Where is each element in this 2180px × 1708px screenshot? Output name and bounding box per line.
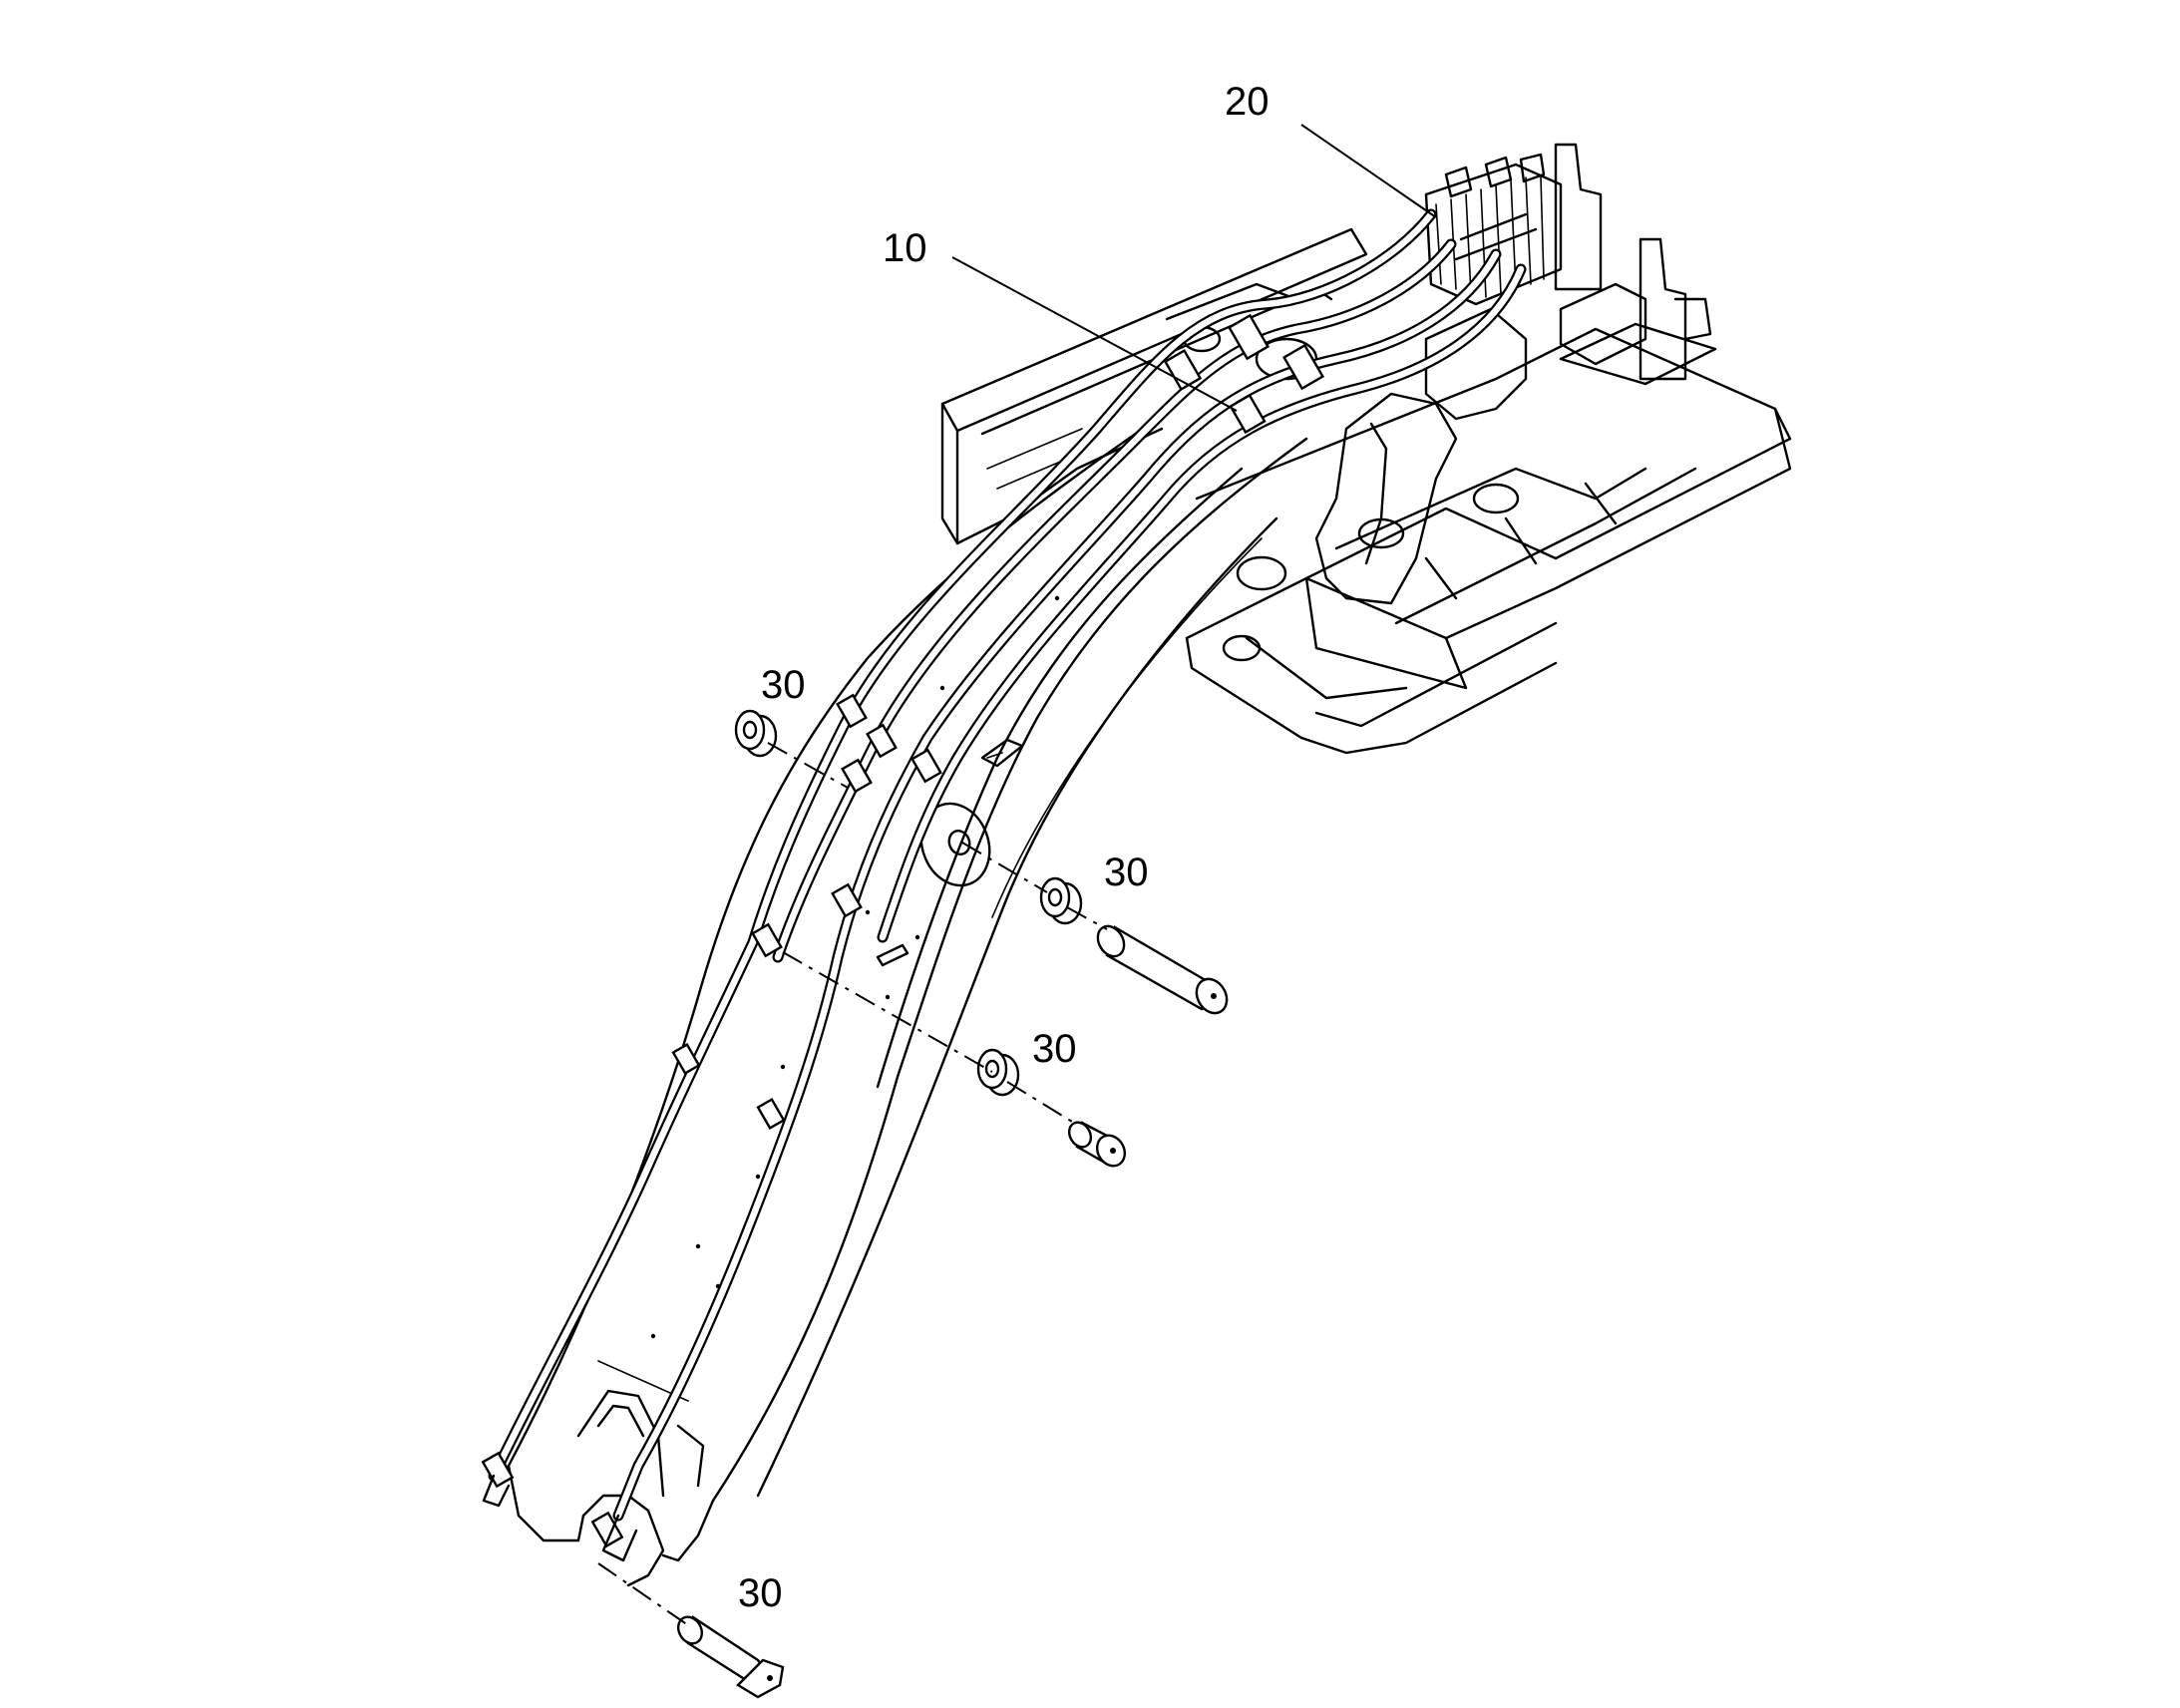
pin-part <box>1096 924 1229 1015</box>
pin-part <box>676 1615 785 1699</box>
boom <box>507 417 1308 1587</box>
callout-30: 30 <box>1104 851 1149 894</box>
bushing-part <box>734 709 778 758</box>
bushing-part <box>976 1048 1020 1097</box>
callout-labels: 20 10 30 30 30 30 <box>738 80 1270 1615</box>
callout-30: 30 <box>1032 1027 1077 1071</box>
upper-frame <box>940 143 1792 755</box>
loose-parts <box>676 709 1229 1699</box>
callout-30: 30 <box>738 1571 783 1615</box>
control-valve-block <box>1424 153 1563 306</box>
bushing-part <box>1039 876 1083 925</box>
hose-clamps <box>481 313 1325 1548</box>
callout-30: 30 <box>761 663 806 707</box>
pin-part <box>1067 1121 1127 1168</box>
callout-10: 10 <box>883 226 927 270</box>
leader-lines <box>597 124 1437 1626</box>
callout-20: 20 <box>1225 80 1270 124</box>
hose-lines <box>481 208 1527 1562</box>
